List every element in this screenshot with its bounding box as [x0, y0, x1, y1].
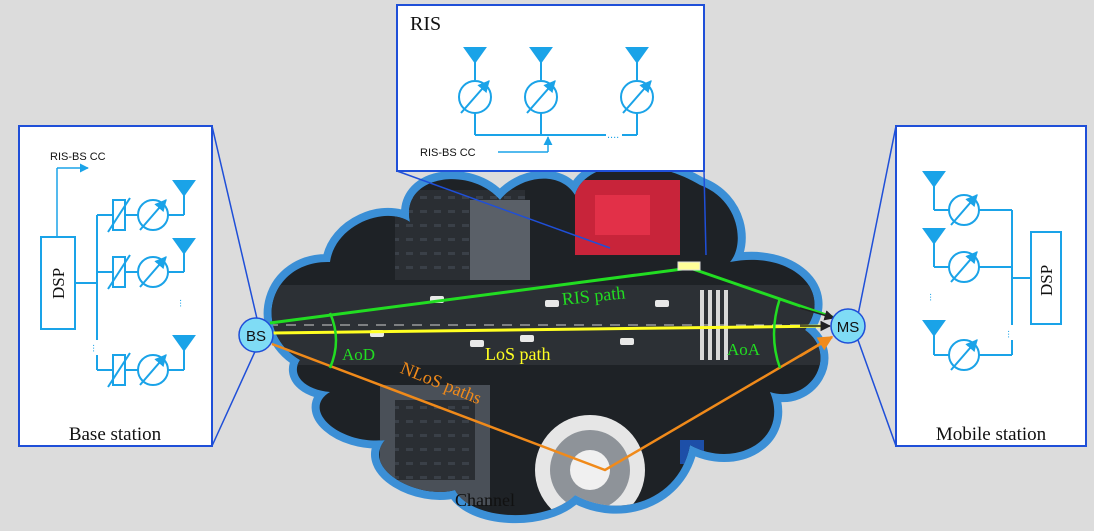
aoa-arc — [772, 297, 782, 369]
ms-dsp-block — [1030, 231, 1062, 325]
nlos-path-line — [271, 335, 833, 472]
bs-cc-label: RIS-BS CC — [50, 151, 106, 163]
channel-cloud — [263, 157, 829, 524]
ms-dsp-label: DSP — [1037, 265, 1056, 296]
bs-dots-antenna: ... — [177, 299, 188, 307]
base-station-panel: RIS-BS CC DSP ... — [18, 125, 259, 447]
ris-element-2 — [524, 47, 558, 135]
aoa-label: AoA — [727, 340, 761, 359]
ris-panel: .... RIS RIS-BS CC — [396, 4, 707, 256]
ris-dots: .... — [607, 129, 619, 141]
ms-caption: Mobile station — [936, 424, 1047, 445]
bs-dsp-label: DSP — [49, 268, 68, 299]
los-path-line — [271, 324, 829, 335]
bs-antenna-chain-3 — [97, 335, 196, 388]
bs-antenna-chain-1 — [97, 180, 196, 233]
ris-title: RIS — [410, 13, 441, 35]
bs-node-label: BS — [246, 328, 266, 345]
propagation-paths — [269, 261, 836, 472]
ms-node: MS — [830, 308, 866, 344]
los-path-label: LoS path — [485, 344, 551, 364]
ris-element-1 — [458, 47, 492, 135]
bs-caption: Base station — [69, 424, 162, 445]
ms-dots-vertical: ... — [1005, 330, 1016, 338]
aod-label: AoD — [342, 345, 375, 364]
bs-dots-vertical: ... — [90, 344, 101, 352]
bs-dsp-block — [40, 236, 76, 330]
ris-cc-label: RIS-BS CC — [420, 147, 476, 159]
channel-caption: Channel — [455, 490, 515, 510]
ms-node-label: MS — [837, 319, 860, 336]
mobile-station-panel: DSP ... ... Mo — [857, 125, 1087, 447]
ms-antenna-chain-2 — [922, 228, 1012, 283]
bs-antenna-chain-2 — [97, 238, 196, 290]
bs-node: BS — [238, 317, 274, 353]
ms-antenna-chain-1 — [922, 171, 1012, 226]
ms-dots-antenna: ... — [927, 293, 938, 301]
ris-element-3 — [620, 47, 654, 135]
aod-arc — [328, 312, 338, 369]
ms-antenna-chain-3 — [922, 320, 1012, 371]
